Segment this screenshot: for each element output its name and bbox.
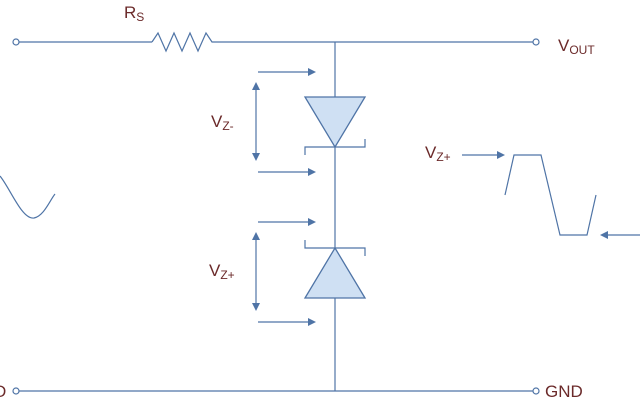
vz-plus-right-label: VZ+ bbox=[425, 143, 451, 164]
vout-label: VOUT bbox=[558, 36, 595, 57]
zener-lower-cathode-bar bbox=[304, 240, 366, 256]
output-clipped-waveform bbox=[504, 154, 597, 236]
zener-diode-lower bbox=[303, 246, 367, 299]
vz-minus-label: VZ- bbox=[211, 112, 234, 133]
rs-label: RS bbox=[124, 3, 145, 24]
vz-plus-span-arrow bbox=[252, 232, 260, 311]
vz-minus-span-arrow bbox=[252, 82, 260, 161]
vz-minus-level-arrow bbox=[600, 231, 640, 239]
zener-upper-cathode-bar bbox=[304, 139, 366, 155]
pointer-arrow-4 bbox=[258, 318, 316, 326]
resistor-rs bbox=[151, 31, 218, 53]
pointer-arrow-1 bbox=[258, 68, 316, 76]
vz-plus-left-label: VZ+ bbox=[209, 261, 235, 282]
vz-plus-level-arrow bbox=[462, 151, 505, 159]
input-sine-wave bbox=[0, 175, 56, 219]
pointer-arrow-3 bbox=[258, 218, 316, 226]
pointer-arrow-2 bbox=[258, 168, 316, 176]
input-terminal-bottom bbox=[12, 387, 20, 395]
gnd-label: GND bbox=[545, 382, 583, 401]
zener-diode-upper bbox=[303, 96, 367, 149]
output-terminal-top bbox=[532, 38, 540, 46]
input-terminal-top bbox=[12, 38, 20, 46]
input-gnd-fragment-label: D bbox=[0, 382, 7, 401]
output-terminal-bottom bbox=[532, 387, 540, 395]
